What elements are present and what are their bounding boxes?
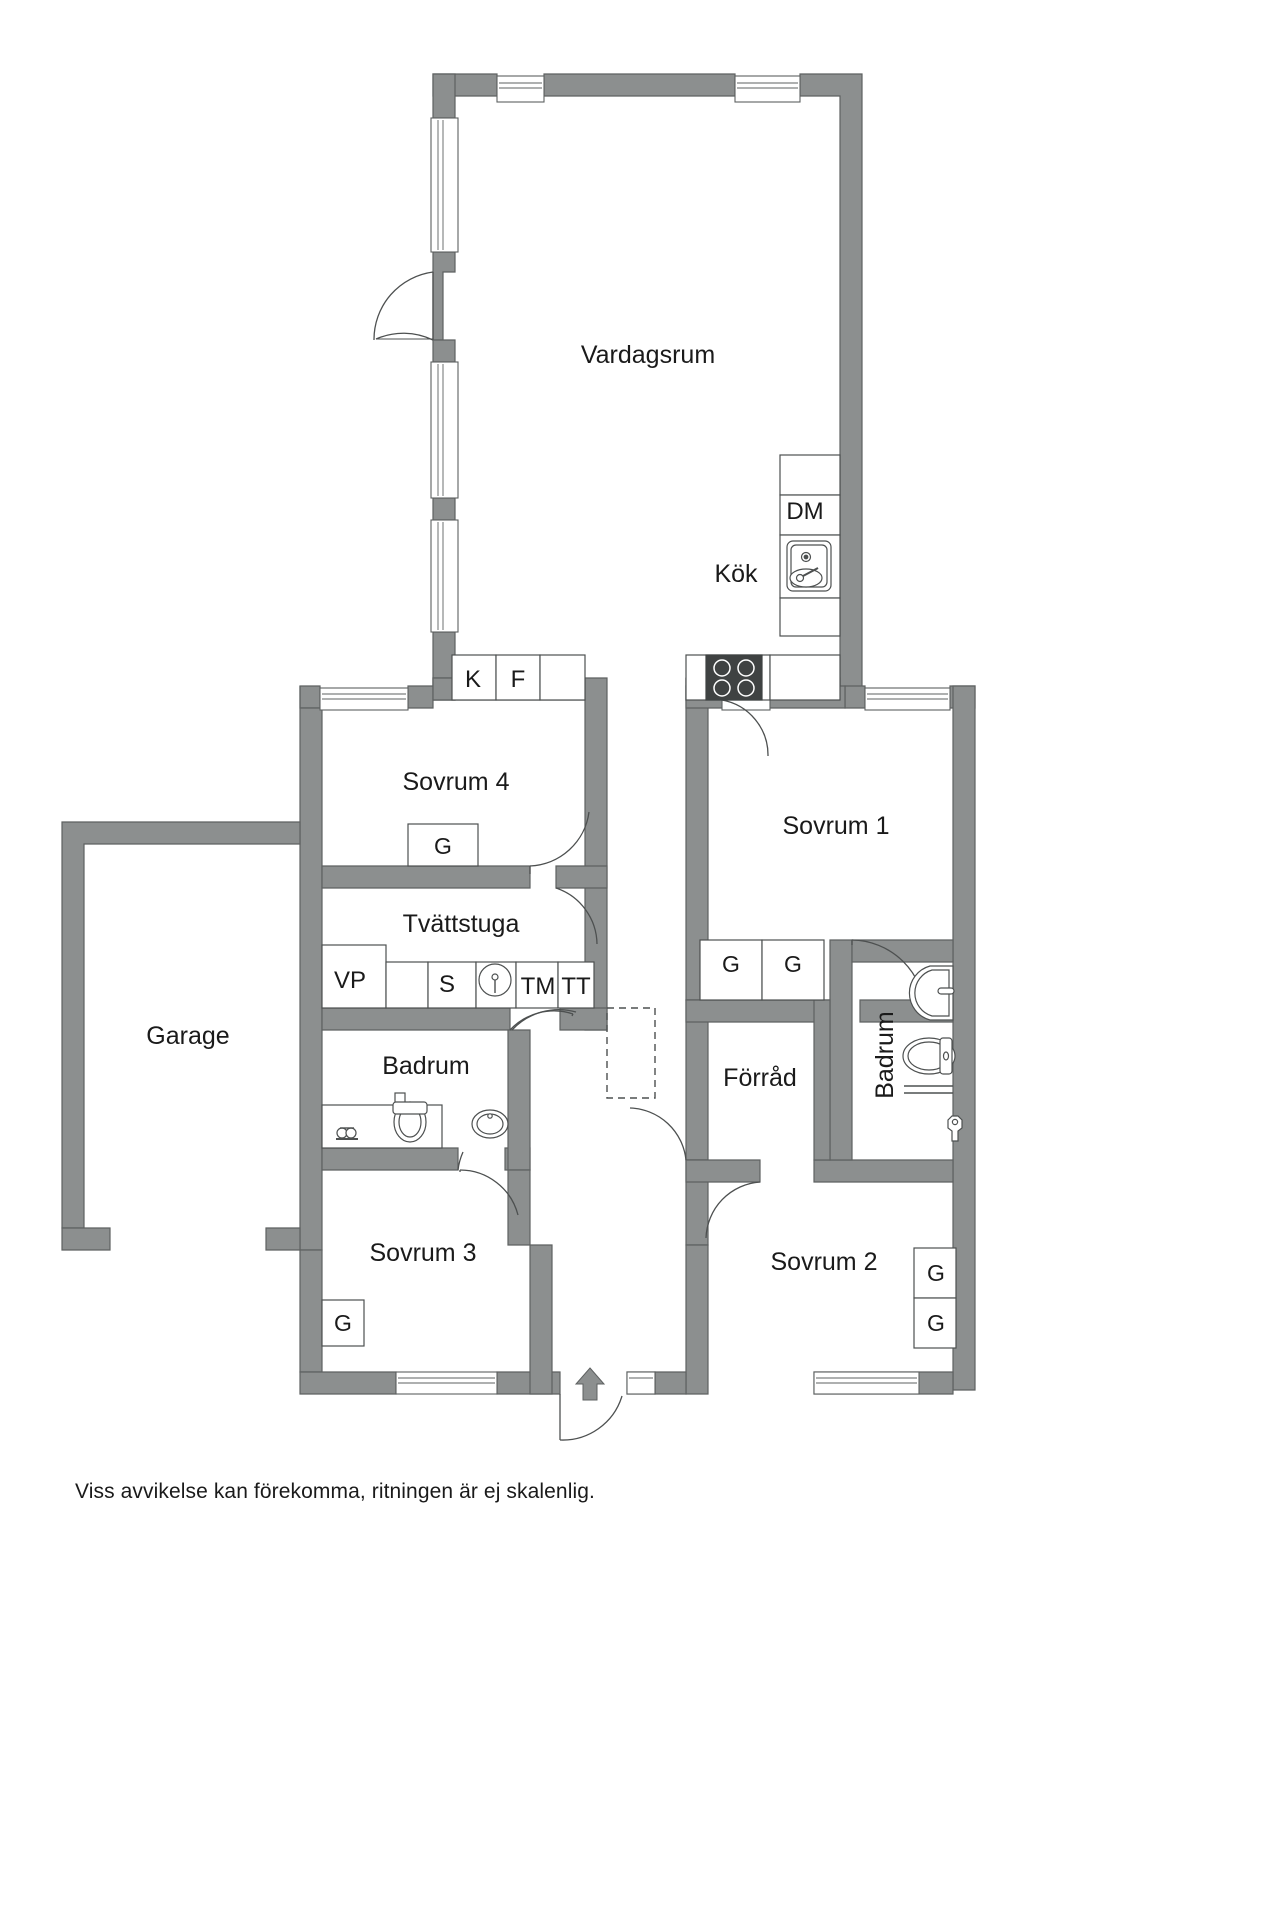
toilet-icon-right	[902, 1037, 956, 1075]
stove-icon	[705, 654, 763, 701]
closet-sovrum3	[321, 1299, 365, 1347]
appliance-label-layer: DM K F VP S TM TT	[334, 498, 824, 1000]
laundry-bench-a	[385, 961, 429, 1009]
appliance-label-s: S	[439, 971, 455, 998]
room-label-vardagsrum: Vardagsrum	[581, 341, 715, 369]
disclaimer-caption: Viss avvikelse kan förekomma, ritningen …	[75, 1480, 595, 1503]
room-label-sovrum1: Sovrum 1	[783, 812, 890, 840]
shaft-dashed-outline	[606, 1007, 656, 1099]
room-label-tvattstuga: Tvättstuga	[403, 910, 520, 938]
closet-sovrum2-b	[913, 1297, 957, 1349]
closet-sovrum1-a	[699, 939, 763, 1001]
room-label-forrad: Förråd	[723, 1064, 797, 1092]
freezer-box	[495, 654, 541, 701]
room-label-sovrum4: Sovrum 4	[403, 768, 510, 796]
kitchen-counter-run-2	[769, 654, 841, 701]
washbasin-icon-right	[908, 965, 955, 1021]
closet-label-sovrum4: G	[434, 833, 452, 859]
appliance-label-dm: DM	[786, 498, 823, 525]
appliance-label-k: K	[465, 666, 481, 693]
laundry-sink-icon	[478, 963, 512, 997]
room-label-garage: Garage	[146, 1022, 229, 1050]
toilet-icon-left	[392, 1092, 428, 1143]
washer-box	[515, 961, 559, 1009]
room-label-badrum-left: Badrum	[382, 1052, 470, 1080]
bathroom-right-fixtures	[902, 965, 963, 1142]
kitchen-layer	[451, 454, 841, 701]
room-label-kok: Kök	[714, 560, 758, 588]
closet-label-sovrum1-a: G	[722, 951, 740, 977]
room-label-sovrum2: Sovrum 2	[771, 1248, 878, 1276]
closet-layer	[321, 823, 957, 1349]
closet-sovrum2-a	[913, 1247, 957, 1299]
appliance-label-f: F	[511, 666, 526, 693]
floor-drain-icon	[947, 1115, 963, 1142]
room-label-layer: Vardagsrum Kök Sovrum 4 Sovrum 1 Tvättst…	[146, 341, 899, 1276]
laundry-layer	[321, 944, 595, 1009]
appliance-label-tt: TT	[561, 973, 591, 1000]
dryer-box	[557, 961, 595, 1009]
room-label-badrum-right: Badrum	[871, 1011, 899, 1099]
wall-layer	[61, 73, 976, 1395]
fridge-box	[451, 654, 497, 701]
bathroom-left-fixtures	[321, 1092, 509, 1149]
laundry-cabinet-s	[427, 961, 477, 1009]
sink-icon	[786, 540, 832, 592]
pantry-box	[539, 654, 586, 701]
window-layer	[319, 75, 951, 1395]
closet-label-sovrum2-a: G	[927, 1260, 945, 1286]
entrance-arrow-icon	[574, 1367, 606, 1401]
kitchen-cabinet-lower	[779, 597, 841, 637]
dishwasher-slot	[779, 494, 841, 536]
appliance-label-tm: TM	[521, 973, 556, 1000]
appliance-label-vp: VP	[334, 967, 366, 994]
closet-label-sovrum3: G	[334, 1310, 352, 1336]
shower-icon-left	[336, 1127, 358, 1140]
closet-sovrum4	[407, 823, 479, 867]
closet-label-sovrum1-b: G	[784, 951, 802, 977]
washbasin-icon-left	[471, 1109, 509, 1139]
closet-label-sovrum2-b: G	[927, 1310, 945, 1336]
room-label-sovrum3: Sovrum 3	[370, 1239, 477, 1267]
closet-label-layer: G G G G G G	[334, 833, 945, 1336]
closet-sovrum1-b	[761, 939, 825, 1001]
door-layer	[373, 271, 926, 1441]
kitchen-cabinet	[779, 454, 841, 496]
